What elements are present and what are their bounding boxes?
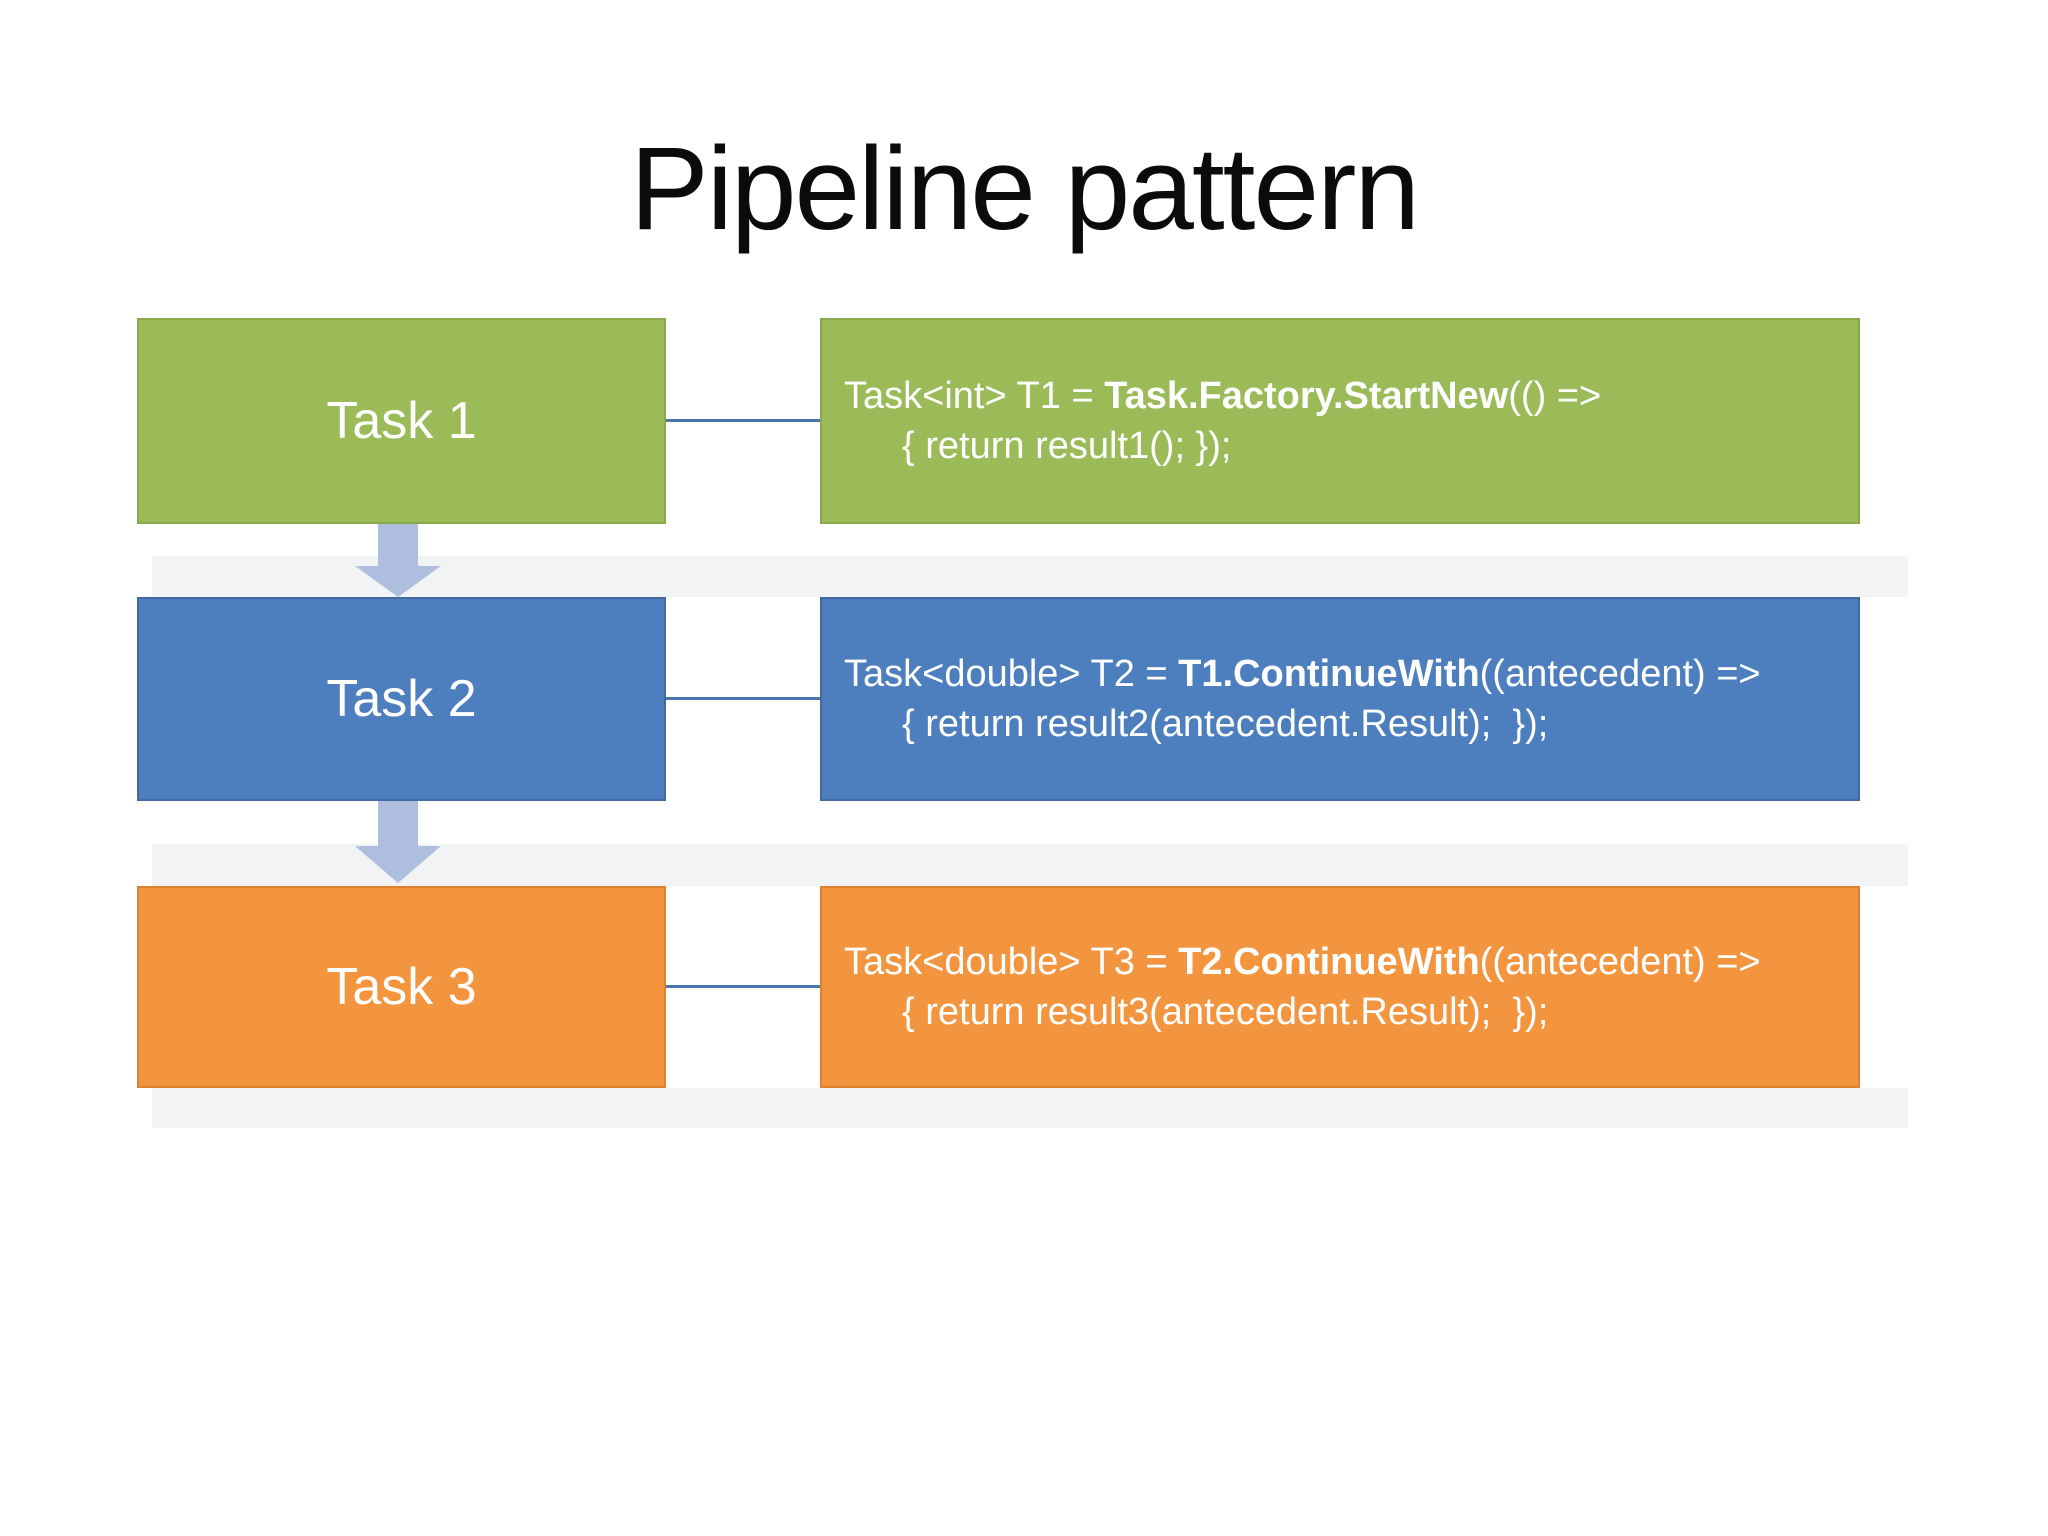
connector-line-task3 xyxy=(664,985,820,988)
code-text-bold: Task.Factory.StartNew xyxy=(1104,375,1509,417)
task3-label: Task 3 xyxy=(326,958,477,1016)
task1-label: Task 1 xyxy=(326,392,477,450)
code-text: Task<int> T1 = xyxy=(844,375,1105,417)
task3-code-line1: Task<double> T3 = T2.ContinueWith((antec… xyxy=(822,937,1858,987)
code-text-bold: T1.ContinueWith xyxy=(1178,653,1480,695)
code-text: Task<double> T2 = xyxy=(844,653,1179,695)
down-arrow-head xyxy=(355,846,441,883)
slide-title: Pipeline pattern xyxy=(629,123,1420,255)
task3-code-line2: { return result3(antecedent.Result); }); xyxy=(902,991,1549,1033)
task3-box: Task 3 xyxy=(137,886,666,1088)
code-text: (() => xyxy=(1508,375,1602,417)
task1-code-box: Task<int> T1 = Task.Factory.StartNew(() … xyxy=(820,318,1860,524)
task2-label: Task 2 xyxy=(326,670,477,728)
connector-line-task1 xyxy=(664,419,820,422)
code-text-bold: T2.ContinueWith xyxy=(1178,941,1480,983)
down-arrow-shaft xyxy=(378,801,418,846)
row-shadow-band xyxy=(152,556,1908,597)
down-arrow-shaft xyxy=(378,524,418,566)
code-text: Task<double> T3 = xyxy=(844,941,1179,983)
task3-code-box: Task<double> T3 = T2.ContinueWith((antec… xyxy=(820,886,1860,1088)
row-shadow-band xyxy=(152,844,1908,886)
down-arrow-head xyxy=(355,566,441,597)
task1-code-line1: Task<int> T1 = Task.Factory.StartNew(() … xyxy=(822,371,1858,421)
task2-box: Task 2 xyxy=(137,597,666,801)
code-text: ((antecedent) => xyxy=(1479,653,1761,695)
task1-box: Task 1 xyxy=(137,318,666,524)
row-shadow-band xyxy=(152,1088,1908,1128)
code-text: ((antecedent) => xyxy=(1479,941,1761,983)
task2-code-line1: Task<double> T2 = T1.ContinueWith((antec… xyxy=(822,649,1858,699)
task2-code-line2: { return result2(antecedent.Result); }); xyxy=(902,703,1549,745)
task2-code-box: Task<double> T2 = T1.ContinueWith((antec… xyxy=(820,597,1860,801)
task1-code-line2: { return result1(); }); xyxy=(902,425,1232,467)
connector-line-task2 xyxy=(664,697,820,700)
